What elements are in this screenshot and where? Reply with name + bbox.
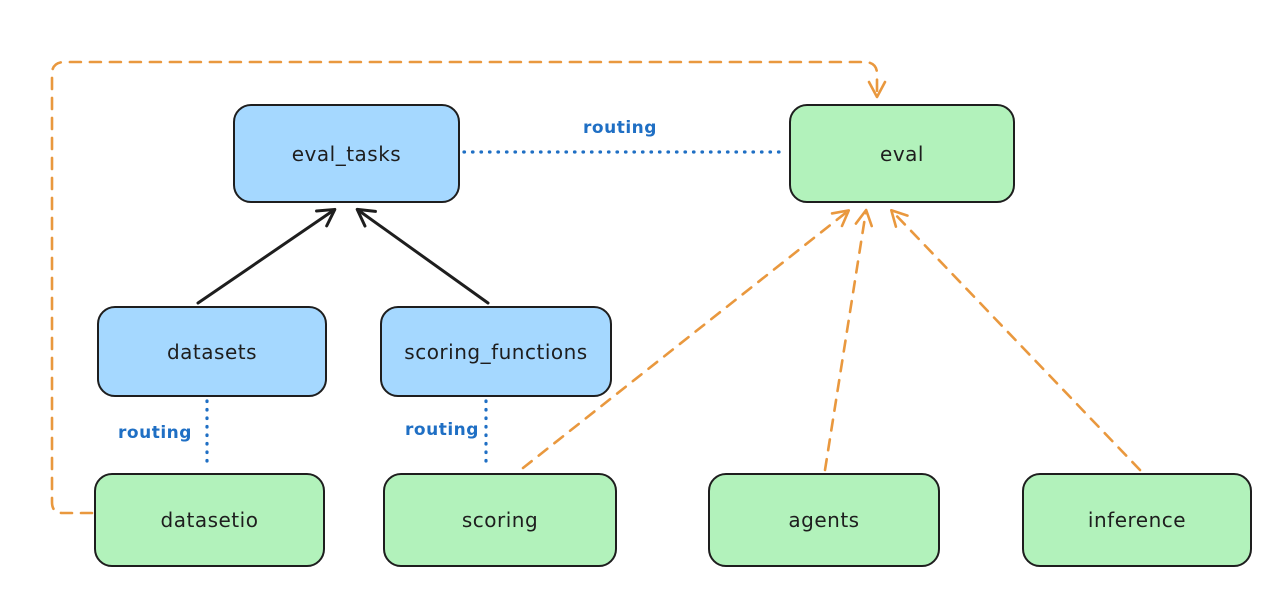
edge-scoring-functions-to-eval-tasks <box>355 207 490 305</box>
edge-inference-to-eval <box>890 208 1142 472</box>
node-scoring-functions: scoring_functions <box>380 306 612 397</box>
node-eval-tasks: eval_tasks <box>233 104 460 203</box>
node-datasets: datasets <box>97 306 327 397</box>
node-inference: inference <box>1022 473 1252 567</box>
node-datasetio-label: datasetio <box>160 508 259 532</box>
routing-label-eval-tasks-eval: routing <box>583 118 657 138</box>
node-datasets-label: datasets <box>166 339 258 364</box>
routing-label-scoring-functions-scoring: routing <box>405 420 479 440</box>
edge-scoring-to-eval <box>521 209 851 470</box>
node-inference-label: inference <box>1087 508 1187 532</box>
node-datasetio: datasetio <box>94 473 325 567</box>
edge-agents-to-eval <box>823 208 874 472</box>
node-eval-tasks-label: eval_tasks <box>291 141 402 166</box>
node-eval: eval <box>789 104 1015 203</box>
node-scoring-functions-label: scoring_functions <box>404 339 588 364</box>
node-agents: agents <box>708 473 940 567</box>
routing-label-datasets-datasetio: routing <box>118 423 192 443</box>
node-scoring-label: scoring <box>461 508 539 532</box>
edge-datasets-to-eval-tasks <box>196 207 337 305</box>
node-eval-label: eval <box>880 141 924 166</box>
node-scoring: scoring <box>383 473 617 567</box>
edge-datasetio-to-eval <box>50 60 887 515</box>
node-agents-label: agents <box>788 508 860 532</box>
